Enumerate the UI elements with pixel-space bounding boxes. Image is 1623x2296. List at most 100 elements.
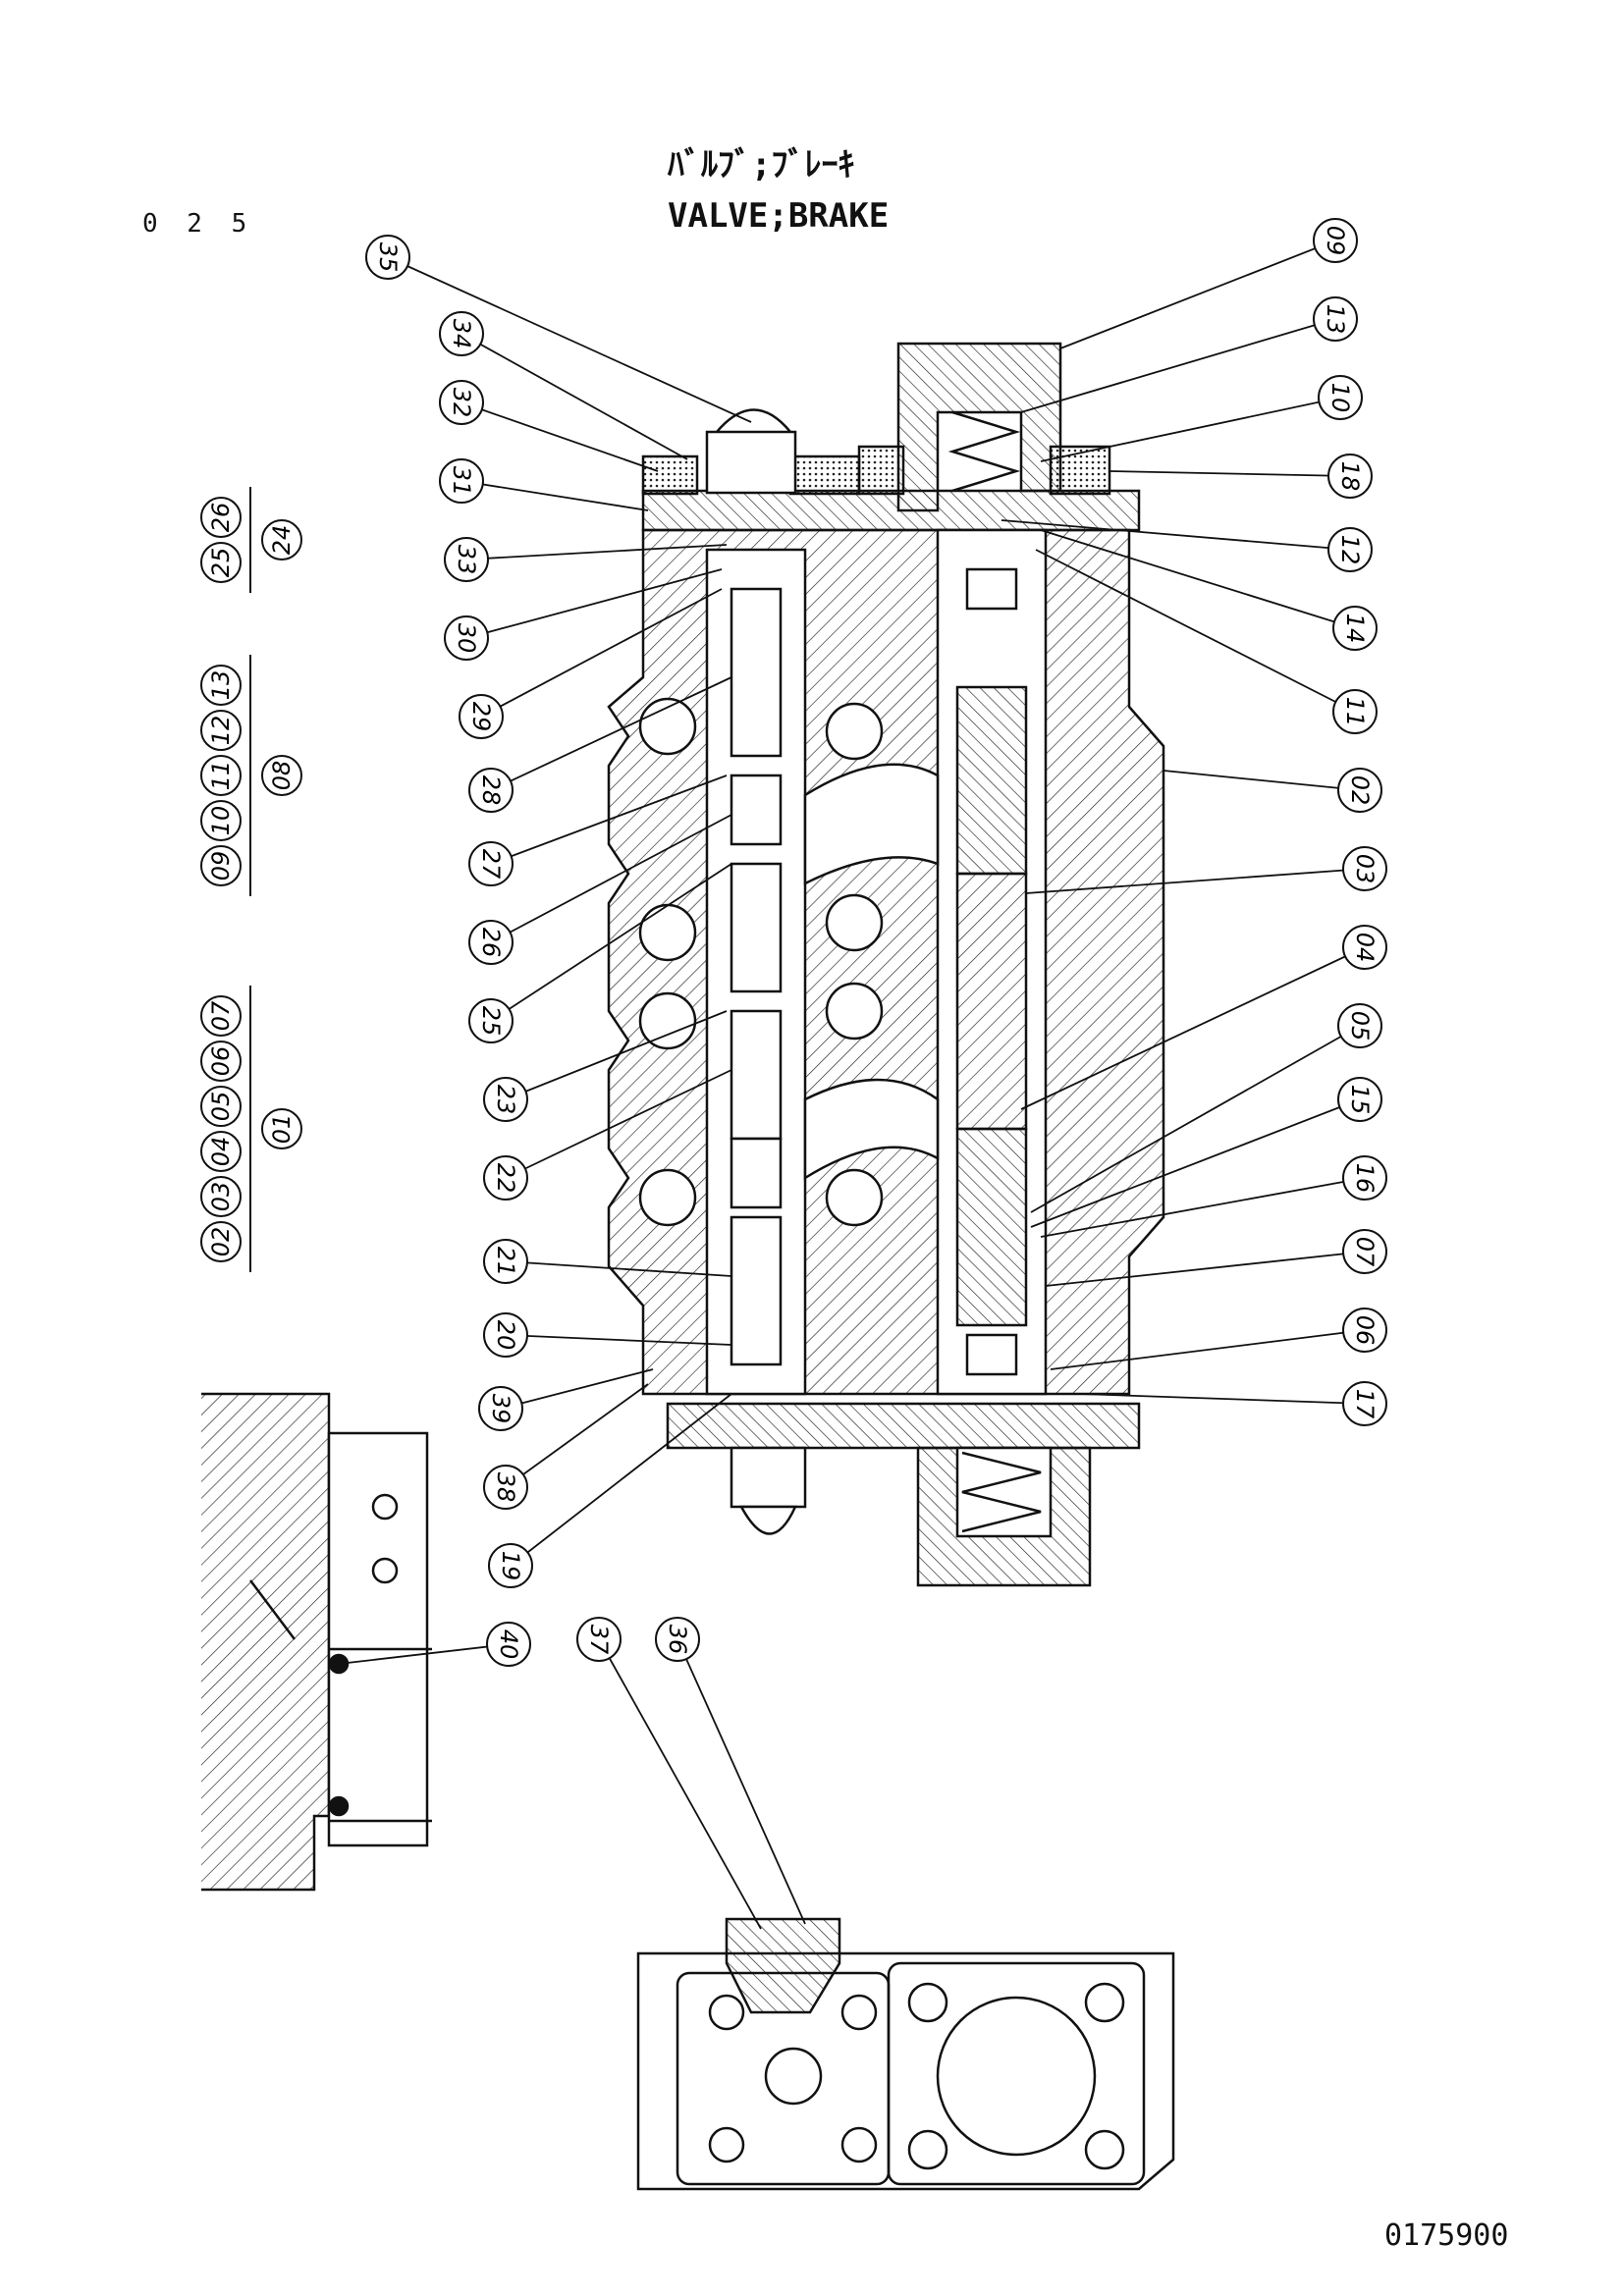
group-item-02: 02 [207, 1227, 235, 1257]
callout-28: 28 [468, 676, 732, 813]
callout-39: 39 [478, 1368, 654, 1431]
callout-17: 17 [1079, 1381, 1387, 1426]
svg-text:32: 32 [448, 388, 475, 418]
callout-23: 23 [483, 1010, 728, 1122]
svg-text:07: 07 [1351, 1237, 1379, 1267]
group-item-13: 13 [207, 670, 235, 701]
bottom-view-drawing [636, 1917, 1175, 2191]
drawing-number: 0175900 [1384, 2218, 1509, 2253]
svg-text:10: 10 [1326, 383, 1354, 413]
callout-37: 37 [576, 1617, 762, 1930]
group-total-01: 01 [268, 1114, 296, 1145]
callout-25: 25 [468, 863, 732, 1043]
part-number-callouts: 35 34 32 31 33 30 29 28 27 26 25 23 22 21 20 39 38 19 09 13… [338, 218, 1387, 1930]
callout-19: 19 [488, 1393, 732, 1588]
assembly-group-08: 09 10 11 12 13 08 [200, 655, 302, 896]
callout-12: 12 [1001, 519, 1373, 572]
svg-text:11: 11 [1341, 697, 1369, 727]
callout-04: 04 [1020, 925, 1387, 1110]
svg-text:18: 18 [1336, 461, 1364, 492]
callout-34: 34 [439, 311, 688, 460]
group-item-10: 10 [207, 806, 235, 836]
svg-text:09: 09 [1322, 226, 1349, 256]
svg-text:39: 39 [487, 1394, 514, 1424]
svg-text:20: 20 [492, 1320, 519, 1351]
svg-text:06: 06 [1351, 1315, 1379, 1346]
callout-10: 10 [1040, 375, 1363, 462]
callout-35: 35 [365, 235, 752, 423]
svg-text:03: 03 [1351, 854, 1379, 884]
callout-21: 21 [483, 1239, 732, 1284]
svg-text:28: 28 [477, 775, 505, 806]
callout-36: 36 [655, 1617, 806, 1925]
callout-22: 22 [483, 1069, 732, 1201]
callout-20: 20 [483, 1312, 732, 1358]
assembly-group-labels: 02 03 04 05 06 07 01 09 10 11 12 13 08 25 26 24 [200, 487, 302, 1272]
callout-09: 09 [1059, 218, 1358, 349]
group-item-25: 25 [207, 548, 235, 578]
svg-text:02: 02 [1346, 775, 1374, 806]
callout-03: 03 [1025, 846, 1387, 894]
svg-text:36: 36 [664, 1625, 691, 1655]
assembly-group-01: 02 03 04 05 06 07 01 [200, 986, 302, 1272]
group-item-09: 09 [207, 851, 235, 881]
group-item-26: 26 [207, 503, 235, 533]
svg-text:13: 13 [1322, 304, 1349, 335]
callout-29: 29 [459, 588, 723, 739]
callout-14: 14 [1040, 529, 1378, 651]
svg-text:38: 38 [492, 1472, 519, 1503]
svg-text:31: 31 [448, 466, 475, 497]
svg-text:40: 40 [495, 1629, 522, 1660]
svg-text:12: 12 [1336, 535, 1364, 565]
title-japanese: ﾊﾞﾙﾌﾞ;ﾌﾞﾚｰｷ [668, 145, 855, 185]
svg-text:25: 25 [477, 1006, 505, 1037]
svg-text:19: 19 [497, 1551, 524, 1581]
callout-33: 33 [444, 537, 728, 582]
svg-text:22: 22 [492, 1163, 519, 1194]
callout-05: 05 [1030, 1003, 1382, 1213]
group-item-07: 07 [207, 1000, 235, 1031]
callout-38: 38 [483, 1383, 649, 1510]
callout-16: 16 [1040, 1155, 1387, 1238]
group-total-08: 08 [268, 761, 296, 791]
assembly-group-24: 25 26 24 [200, 487, 302, 593]
callout-15: 15 [1030, 1077, 1382, 1228]
group-item-06: 06 [207, 1046, 235, 1077]
group-total-24: 24 [268, 525, 296, 556]
svg-text:27: 27 [477, 849, 505, 880]
callout-26: 26 [468, 814, 732, 965]
callout-11: 11 [1035, 549, 1378, 734]
svg-text:30: 30 [453, 623, 480, 654]
svg-text:21: 21 [492, 1247, 519, 1277]
group-item-11: 11 [207, 761, 235, 791]
callout-07: 07 [1045, 1229, 1387, 1287]
svg-text:33: 33 [453, 545, 480, 575]
callout-32: 32 [439, 380, 659, 472]
group-item-03: 03 [207, 1182, 235, 1212]
svg-text:37: 37 [585, 1625, 613, 1655]
svg-text:34: 34 [448, 319, 475, 349]
svg-text:16: 16 [1351, 1163, 1379, 1194]
svg-text:26: 26 [477, 928, 505, 958]
svg-text:14: 14 [1341, 614, 1369, 644]
svg-text:29: 29 [467, 702, 495, 732]
svg-text:35: 35 [374, 242, 402, 273]
callout-02: 02 [1163, 768, 1382, 813]
section-detail-drawing [201, 1392, 432, 1892]
svg-text:15: 15 [1346, 1085, 1374, 1115]
callout-31: 31 [439, 458, 649, 511]
page-number: 0 2 5 [142, 209, 254, 239]
callout-06: 06 [1050, 1308, 1387, 1370]
callout-18: 18 [1109, 454, 1373, 499]
valve-main-body [607, 342, 1165, 1587]
group-item-12: 12 [207, 716, 235, 746]
callout-30: 30 [444, 568, 723, 661]
group-item-05: 05 [207, 1092, 235, 1122]
group-item-04: 04 [207, 1137, 235, 1167]
callout-40: 40 [338, 1622, 531, 1667]
svg-text:17: 17 [1351, 1389, 1379, 1419]
svg-text:23: 23 [492, 1085, 519, 1115]
title-english: VALVE;BRAKE [668, 196, 890, 236]
svg-text:05: 05 [1346, 1011, 1374, 1041]
